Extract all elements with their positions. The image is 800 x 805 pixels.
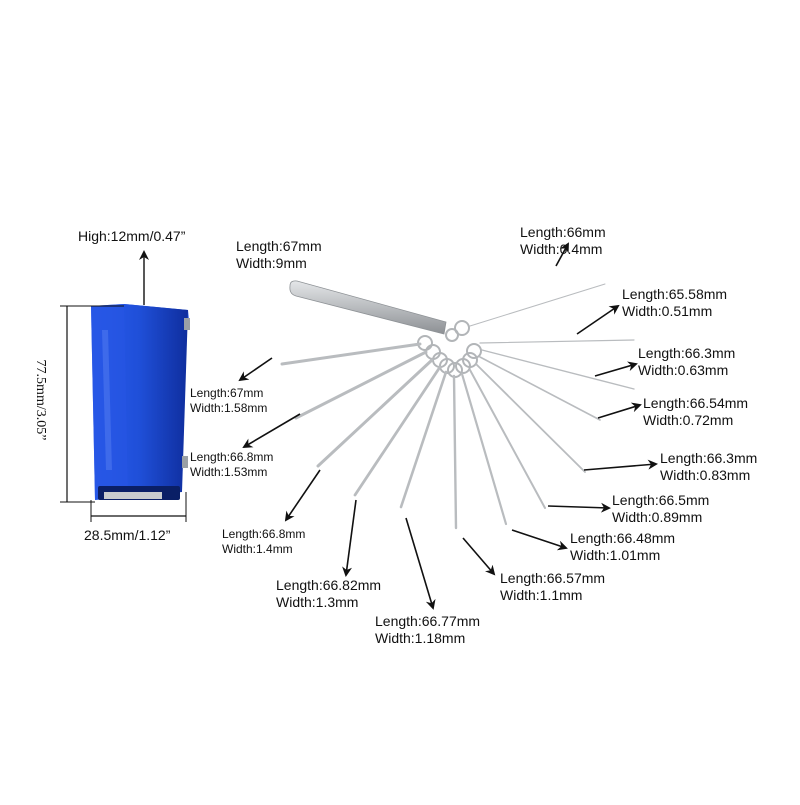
arrow-n9	[583, 459, 658, 471]
needle-width: Width:0.63mm	[638, 362, 729, 378]
needle-width: Width:1.53mm	[190, 465, 268, 479]
needle-label-3: Length:66.8mm Width:1.4mm	[222, 527, 305, 557]
arrow-n5	[405, 517, 436, 610]
needle-length: Length:66.8mm	[190, 450, 274, 464]
case-clip	[184, 318, 190, 330]
needle-label-12: Length:65.58mm Width:0.51mm	[622, 286, 727, 320]
needle-2	[294, 350, 428, 420]
needle-label-11: Length:66.3mm Width:0.63mm	[638, 345, 735, 379]
needle-label-1: Length:67mm Width:1.58mm	[190, 386, 267, 416]
needle-10	[479, 356, 601, 421]
needle-length: Length:66.77mm	[375, 613, 481, 629]
arrow-n12	[576, 304, 620, 335]
needle-4	[353, 365, 442, 497]
needle-11	[481, 349, 635, 390]
needle-6	[452, 374, 458, 530]
needle-3	[316, 358, 434, 468]
needle-label-13: Length:66mm Width:0.4mm	[520, 224, 606, 258]
needle-1	[280, 342, 422, 366]
needle-width: Width:0.72mm	[643, 412, 734, 428]
needle-7	[460, 372, 508, 526]
needle-length: Length:66.82mm	[276, 577, 382, 593]
blade-label: Length:67mm Width:9mm	[236, 238, 322, 272]
needle-8	[469, 369, 546, 509]
needle-length: Length:66mm	[520, 224, 606, 240]
needle-12	[479, 339, 635, 344]
case-length-label: 77.5mm/3.05”	[33, 359, 48, 441]
arrow-n6	[462, 537, 496, 576]
needle-length: Length:65.58mm	[622, 286, 728, 302]
arrow-n1	[238, 357, 273, 382]
arrow-n13	[555, 242, 569, 267]
arrow-n10	[597, 402, 642, 419]
needles	[280, 283, 635, 530]
needle-length: Length:66.5mm	[612, 492, 710, 508]
blade-length: Length:67mm	[236, 238, 322, 254]
needle-length: Length:66.57mm	[500, 570, 606, 586]
case-clip-bottom	[182, 456, 188, 468]
arrow-n2	[242, 413, 301, 449]
arrow-n8	[547, 502, 611, 513]
case-dimension-lines	[60, 250, 187, 522]
holder-case	[91, 304, 190, 500]
needle-length: Length:66.3mm	[638, 345, 736, 361]
needle-width: Width:0.83mm	[660, 467, 751, 483]
needle-length: Length:66.8mm	[222, 527, 306, 541]
needle-13	[469, 283, 606, 327]
needle-width: Width:1.3mm	[276, 594, 359, 610]
needle-width: Width:1.4mm	[222, 542, 293, 556]
needle-5	[399, 370, 448, 509]
needle-width: Width:1.18mm	[375, 630, 466, 646]
case-blade-edge	[104, 492, 162, 499]
case-front-face	[91, 304, 128, 500]
needle-label-7: Length:66.48mm Width:1.01mm	[570, 530, 675, 564]
needle-width: Width:1.1mm	[500, 587, 583, 603]
needle-label-5: Length:66.77mm Width:1.18mm	[375, 613, 480, 647]
needle-length: Length:66.48mm	[570, 530, 676, 546]
needle-label-10: Length:66.54mm Width:0.72mm	[643, 395, 748, 429]
needle-width: Width:0.89mm	[612, 509, 703, 525]
needle-label-6: Length:66.57mm Width:1.1mm	[500, 570, 605, 604]
case-height-label: High:12mm/0.47”	[78, 228, 186, 244]
needle-width: Width:1.58mm	[190, 401, 268, 415]
blade-width: Width:9mm	[236, 255, 307, 271]
arrow-n4	[342, 499, 357, 577]
arrow-n3	[284, 469, 321, 522]
needle-width: Width:0.51mm	[622, 303, 713, 319]
needle-length: Length:67mm	[190, 386, 264, 400]
needle-length: Length:66.3mm	[660, 450, 758, 466]
callout-arrows	[238, 242, 658, 610]
needle-label-8: Length:66.5mm Width:0.89mm	[612, 492, 709, 526]
arrow-n11	[594, 361, 638, 377]
case-highlight	[102, 330, 112, 470]
needle-length: Length:66.54mm	[643, 395, 749, 411]
needle-width: Width:0.4mm	[520, 241, 603, 257]
needle-width: Width:1.01mm	[570, 547, 661, 563]
needle-9	[475, 363, 586, 473]
arrow-n7	[511, 529, 568, 551]
needle-label-2: Length:66.8mm Width:1.53mm	[190, 450, 273, 480]
case-width-label: 28.5mm/1.12”	[84, 527, 171, 543]
flat-blade	[289, 280, 447, 335]
needle-label-9: Length:66.3mm Width:0.83mm	[660, 450, 757, 484]
needle-label-4: Length:66.82mm Width:1.3mm	[276, 577, 381, 611]
